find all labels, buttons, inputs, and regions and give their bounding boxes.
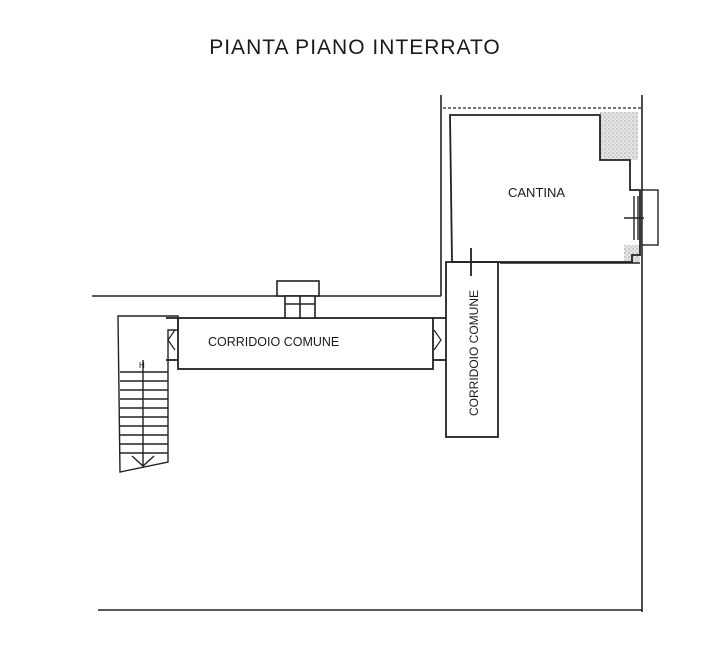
stair-mark: H [139,361,145,370]
property-boundary [92,95,643,612]
hatched-wall [600,112,640,262]
cantina-room [449,114,641,263]
door-arrow-right [433,329,442,351]
vertical-corridor [445,248,499,438]
cantina-window [624,189,659,246]
cantina-label: CANTINA [508,185,565,200]
staircase [117,315,179,473]
light-well [276,280,320,319]
plan-title: PIANTA PIANO INTERRATO [209,36,501,59]
door-arrow-left [167,329,176,351]
vertical-corridor-label: CORRIDOIO COMUNE [467,290,481,416]
horizontal-corridor-label: CORRIDOIO COMUNE [208,335,339,349]
